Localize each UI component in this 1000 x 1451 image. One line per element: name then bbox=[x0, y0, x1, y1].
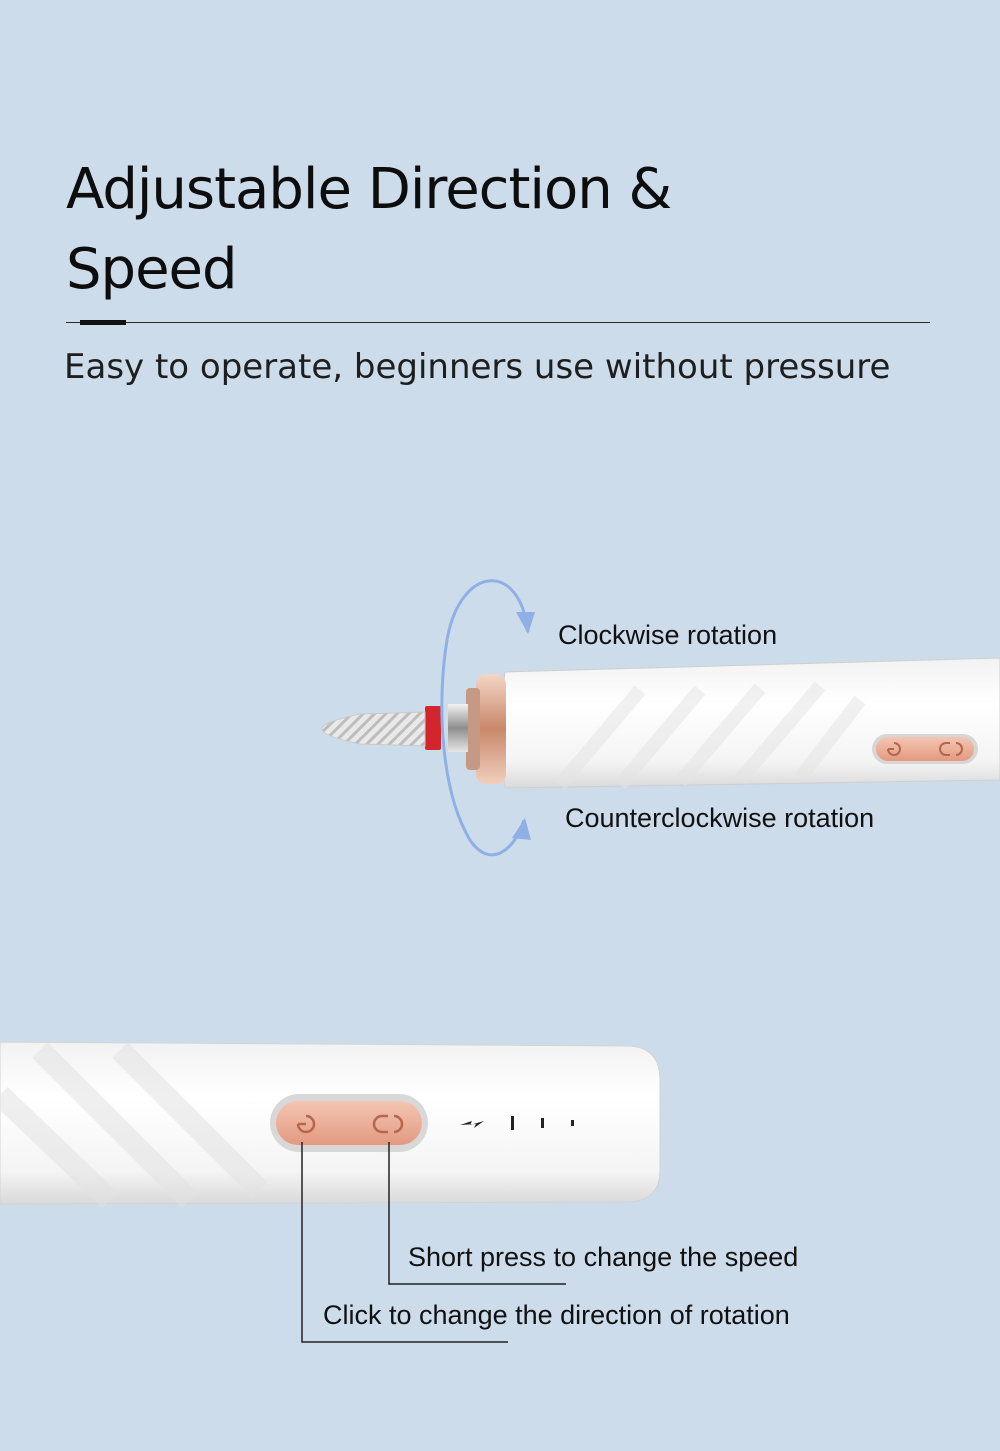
direction-icon bbox=[372, 1114, 388, 1134]
page-title: Adjustable Direction & Speed bbox=[66, 157, 672, 302]
leader-lines bbox=[301, 1142, 566, 1343]
power-icon bbox=[296, 1114, 316, 1134]
nail-drill-pen-lower bbox=[0, 1041, 661, 1208]
title-divider-accent bbox=[80, 320, 126, 325]
speed-level-indicator bbox=[511, 1116, 574, 1130]
rotation-arrows bbox=[440, 579, 535, 857]
speed-instruction: Short press to change the speed bbox=[408, 1242, 799, 1272]
control-button bbox=[276, 1101, 422, 1145]
red-collar-ring bbox=[425, 706, 441, 750]
charging-bolt-icon bbox=[460, 1121, 484, 1128]
clockwise-label: Clockwise rotation bbox=[558, 620, 778, 650]
direction-instruction: Click to change the direction of rotatio… bbox=[323, 1300, 790, 1330]
counterclockwise-label: Counterclockwise rotation bbox=[565, 803, 875, 833]
rose-gold-collar bbox=[476, 674, 506, 784]
title-divider bbox=[66, 322, 930, 323]
page-subtitle: Easy to operate, beginners use without p… bbox=[64, 347, 891, 387]
drill-bit bbox=[321, 711, 426, 747]
nail-drill-pen-upper bbox=[321, 657, 1000, 790]
drill-shaft bbox=[448, 704, 468, 752]
